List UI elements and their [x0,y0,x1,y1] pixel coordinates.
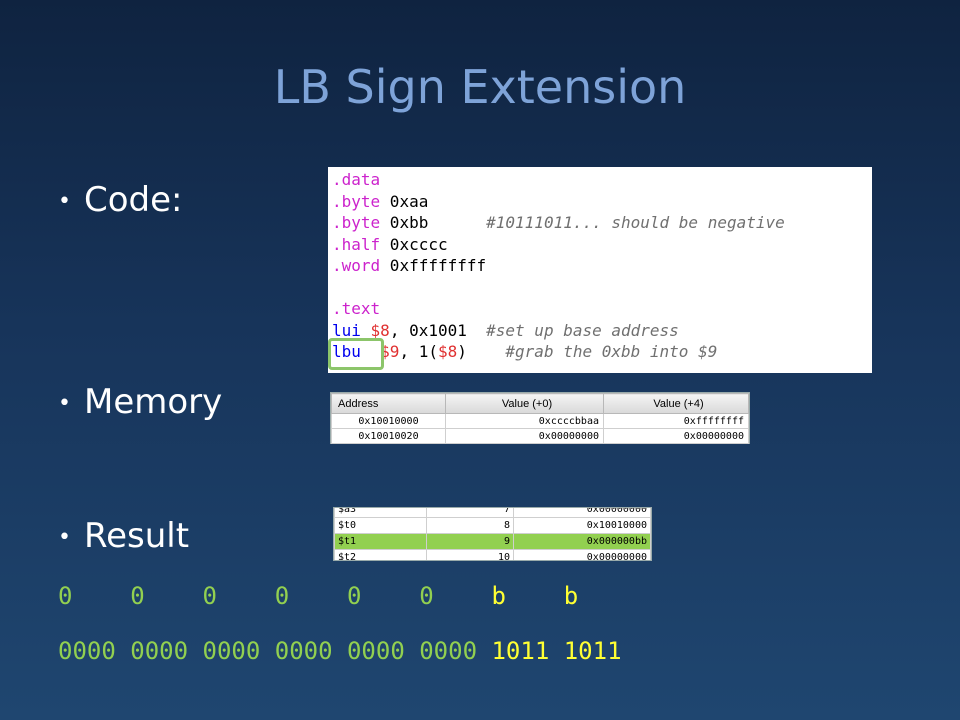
code-token: $8 [370,320,390,340]
bullet-result-label: Result [84,516,190,556]
code-line: lbu $9, 1($8) #grab the 0xbb into $9 [332,341,872,363]
code-token: #grab the 0xbb into $9 [505,342,718,361]
table-row: 0x10010020 0x00000000 0x00000000 [331,428,749,444]
code-line: lui $8, 0x1001 #set up base address [332,320,872,342]
result-hex-row: 0 0 0 0 0 0 b b [58,582,578,610]
memory-value: 0x00000000 [603,428,749,444]
bullet-memory: • Memory [58,382,222,422]
code-line: .word 0xffffffff [332,255,872,277]
code-token: 0xaa [380,191,429,211]
bullet-dot-icon: • [58,525,71,550]
code-token: .byte [332,191,381,211]
register-value: 0x000000bb [513,533,651,550]
code-line: .text [332,298,872,320]
code-token: lui [332,320,361,340]
table-row: $t2 10 0x00000000 [334,549,651,560]
bullet-code-label: Code: [84,180,183,220]
code-token: $8 [437,342,458,361]
code-token: ) [457,342,506,361]
memory-header-value4: Value (+4) [603,393,749,414]
code-line: .byte 0xaa [332,191,872,213]
memory-header-address: Address [331,393,446,414]
register-value: 0x00000000 [513,508,651,518]
code-token: 0xcccc [380,234,448,254]
register-table: $a3 7 0x00000000 $t0 8 0x10010000 $t1 9 … [333,507,652,561]
memory-address: 0x10010000 [331,413,446,429]
code-token: , 0x1001 [389,320,487,340]
code-token [361,321,371,340]
code-token: 0xbb [380,213,487,232]
register-number: 10 [426,549,514,560]
code-token: $9 [380,342,400,361]
memory-table: Address Value (+0) Value (+4) 0x10010000… [330,392,750,444]
memory-value: 0xffffffff [603,413,749,429]
register-number: 9 [426,533,514,550]
slide-title: LB Sign Extension [273,60,687,114]
code-token: .word [332,256,381,275]
bullet-dot-icon: • [58,189,71,214]
code-panel: .data.byte 0xaa.byte 0xbb #10111011... s… [328,167,872,373]
register-value: 0x10010000 [513,517,651,534]
table-row: $a3 7 0x00000000 [334,508,651,518]
register-name: $t1 [334,533,427,550]
bullet-dot-icon: • [58,391,71,416]
lbu-highlight-box [328,338,384,370]
memory-address: 0x10010020 [331,428,446,444]
code-line [332,277,872,299]
register-name: $a3 [334,508,427,518]
code-line: .data [332,169,872,191]
register-number: 8 [426,517,514,534]
code-token: #set up base address [486,320,679,340]
result-hex-zeros: 0 0 0 0 0 0 [58,582,492,610]
code-token: lbu [332,342,361,361]
register-name: $t0 [334,517,427,534]
memory-header-value0: Value (+0) [445,393,604,414]
code-token: 0xffffffff [380,256,487,275]
code-token: .text [332,299,381,318]
bullet-result: • Result [58,516,189,556]
bullet-code: • Code: [58,180,183,220]
register-number: 7 [426,508,514,518]
result-binary-zeros: 0000 0000 0000 0000 0000 0000 [58,637,492,665]
memory-value: 0x00000000 [445,428,604,444]
table-row: 0x10010000 0xccccbbaa 0xffffffff [331,413,749,429]
register-name: $t2 [334,549,427,560]
result-binary-byte: 1011 1011 [491,637,622,665]
result-binary-row: 0000 0000 0000 0000 0000 0000 1011 1011 [58,637,622,665]
table-row-highlighted: $t1 9 0x000000bb [334,533,651,550]
register-value: 0x00000000 [513,549,651,560]
code-line: .byte 0xbb #10111011... should be negati… [332,212,872,234]
result-hex-byte: b b [491,582,579,610]
code-token: .byte [332,213,381,232]
memory-value: 0xccccbbaa [445,413,604,429]
code-token: #10111011... should be negative [486,213,785,232]
bullet-memory-label: Memory [84,382,223,422]
table-row: $t0 8 0x10010000 [334,517,651,534]
code-token: .data [332,170,381,189]
code-token: .half [332,234,381,254]
code-token: , 1( [399,342,438,361]
code-line: .half 0xcccc [332,234,872,256]
